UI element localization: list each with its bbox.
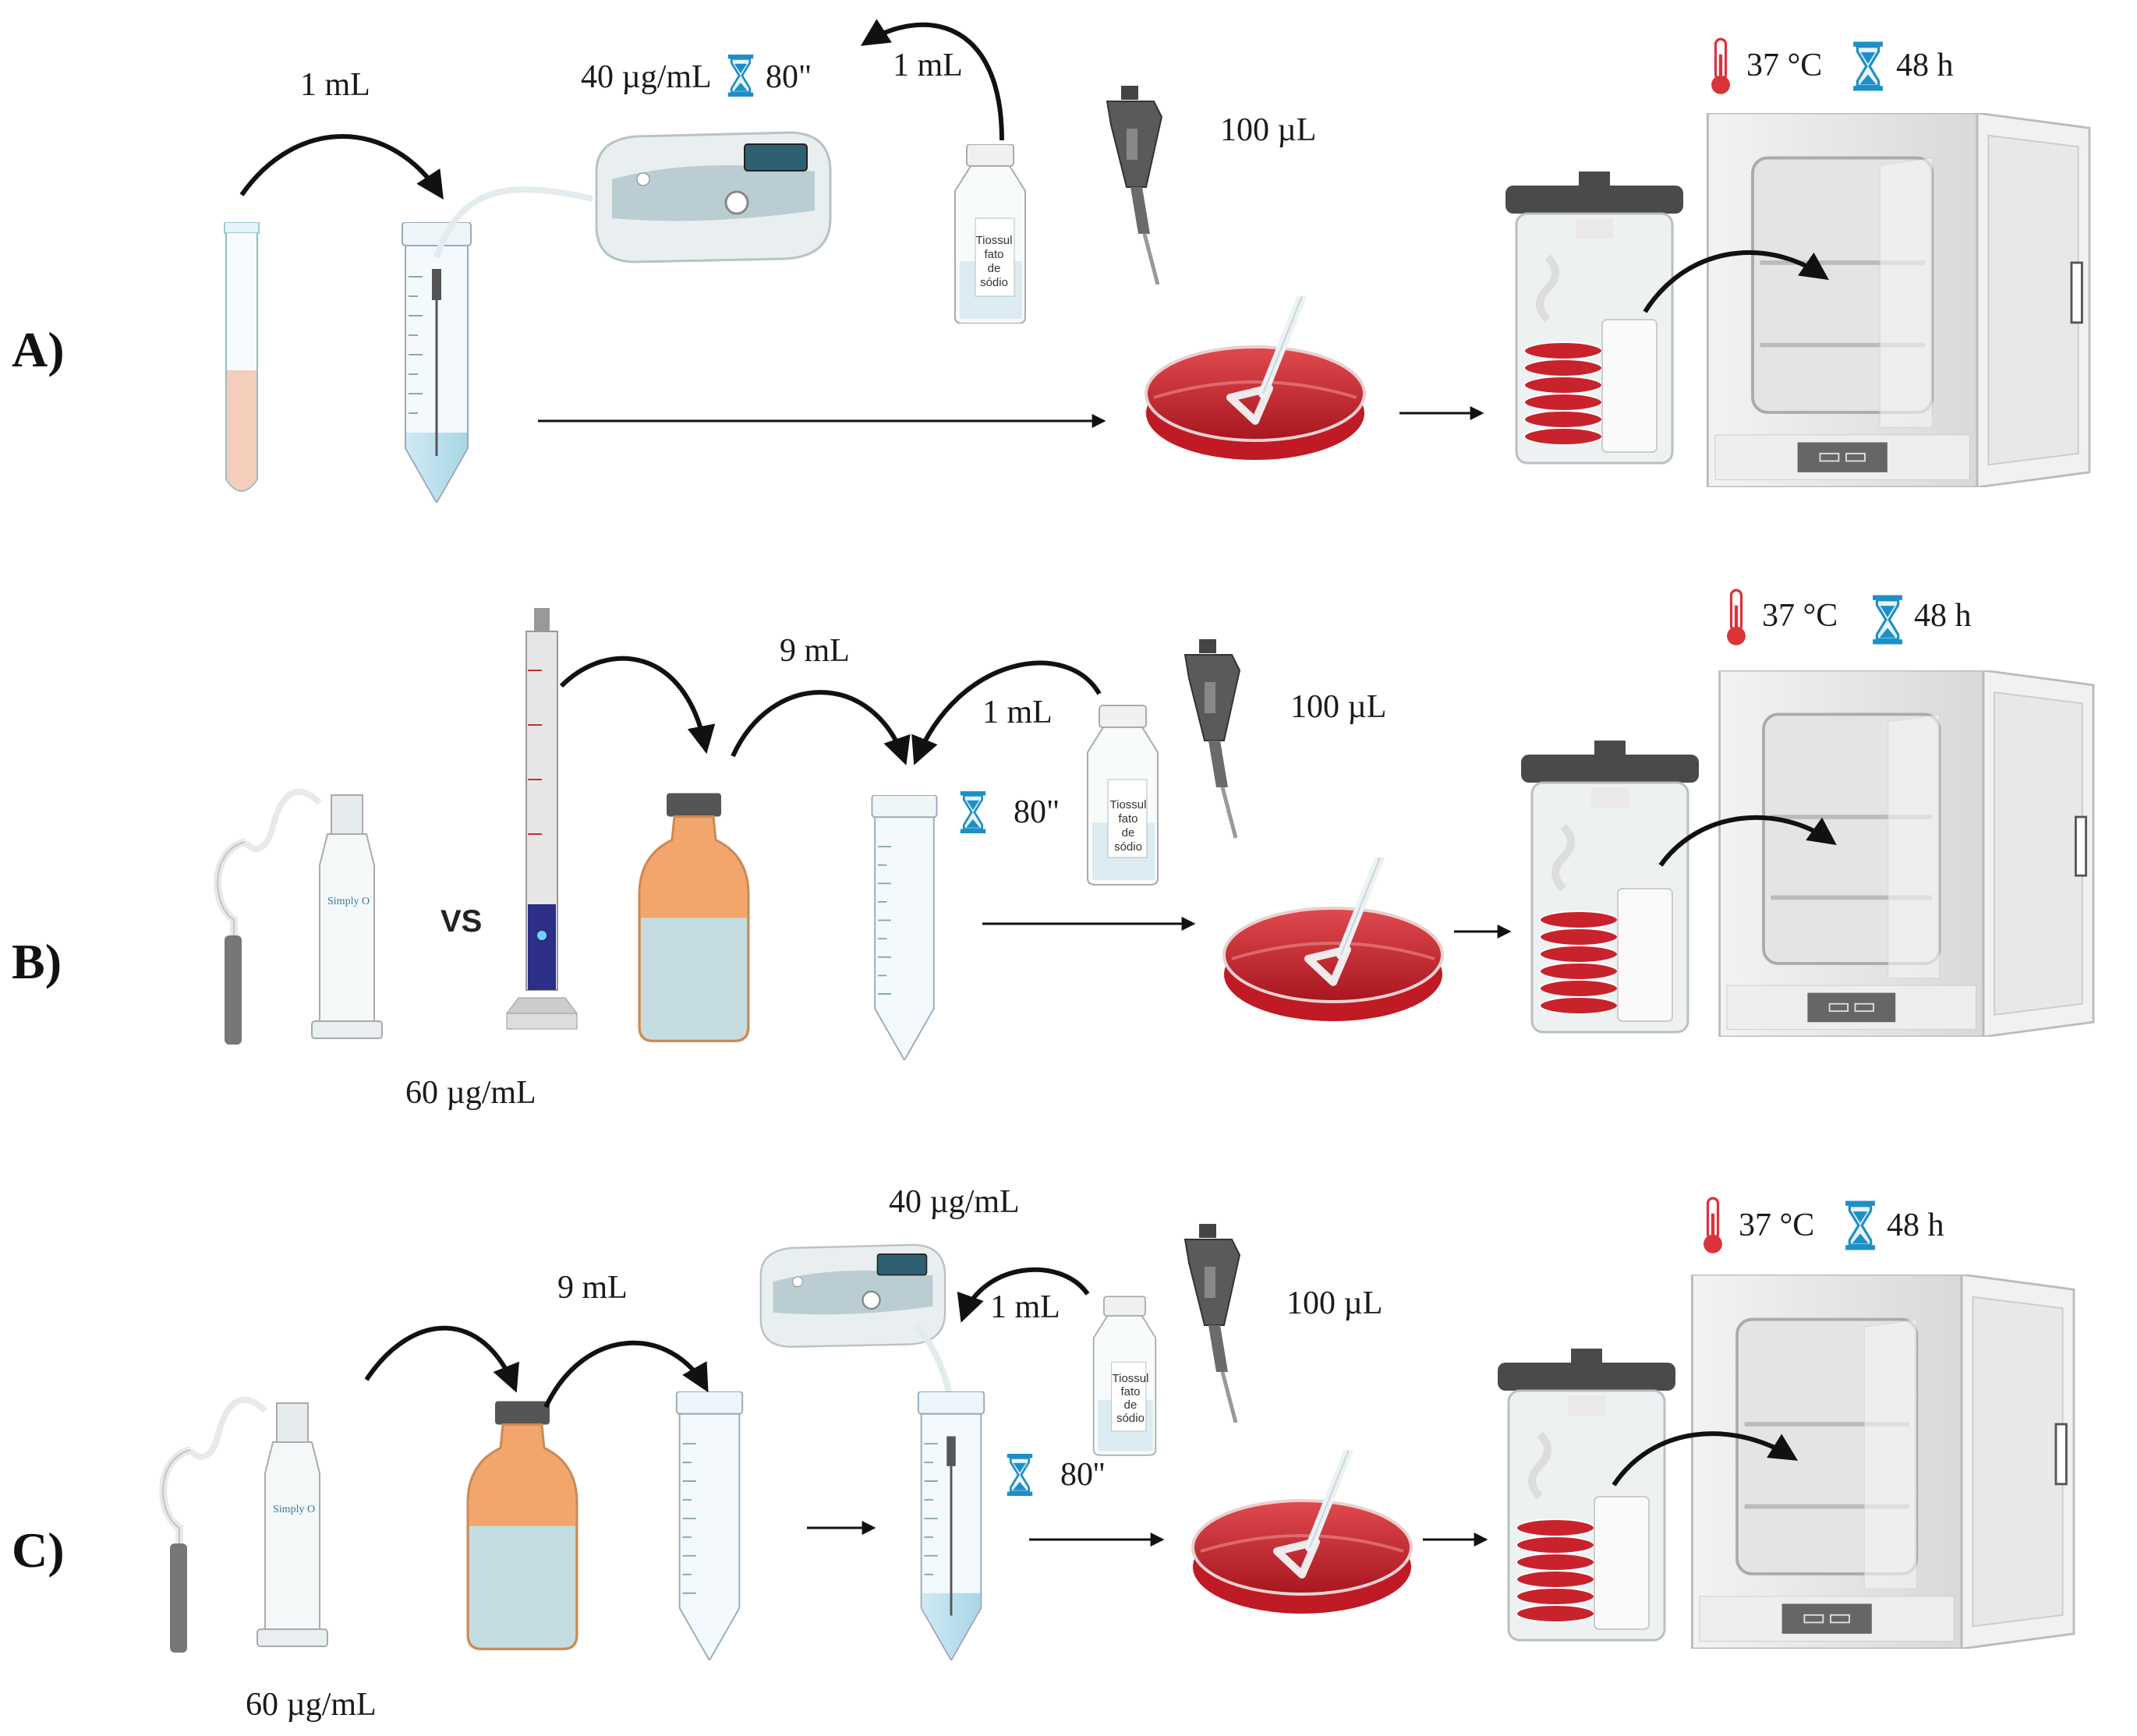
falcon-tube-with-needle (401, 222, 472, 503)
neutralizer-bottle (1086, 704, 1159, 886)
ozone-concentration-label: 60 µg/mL (246, 1687, 377, 1723)
bottle-label-line: sódio (1114, 840, 1142, 854)
pipette (1185, 639, 1240, 838)
versus-label: VS (440, 904, 482, 939)
hourglass-icon (1006, 1452, 1034, 1497)
panel-c-letter: C) (12, 1522, 65, 1578)
panel-b-letter: B) (12, 934, 62, 989)
transfer-arrow (364, 1325, 519, 1393)
hourglass-icon (959, 790, 987, 835)
plated-volume-label: 100 µL (1290, 689, 1386, 725)
bath-concentration-label: 40 µg/mL (889, 1184, 1020, 1220)
anaerobic-jar (1521, 741, 1699, 1032)
contact-time-label: 80'' (1060, 1457, 1105, 1493)
pipette (1107, 86, 1162, 285)
transfer-arrow (559, 656, 716, 755)
bottle-label-line: Tiossul (976, 234, 1013, 247)
bottle-label-line: de (1122, 826, 1135, 840)
temperature-label: 37 °C (1739, 1207, 1814, 1243)
falcon-tube (675, 1391, 744, 1660)
bottle-label-line: fato (1118, 812, 1137, 826)
bottle-label-line: Tiossul (1110, 798, 1147, 811)
bottle-label-line: Tiossul (1113, 1372, 1149, 1385)
hourglass-icon (1844, 1199, 1877, 1252)
neutralizer-volume-label: 1 mL (893, 48, 963, 83)
incubator (1720, 670, 2093, 1037)
transfer-volume-label: 9 mL (780, 633, 850, 669)
syringe-column (506, 608, 578, 1030)
contact-time-label: 80" (1014, 794, 1060, 830)
pipette (1185, 1224, 1240, 1423)
neutralizer-arrow (860, 19, 1004, 141)
incubation-time-label: 48 h (1887, 1207, 1944, 1243)
bottle-label-line: fato (1120, 1385, 1140, 1398)
into-incubator-arrow (1643, 249, 1829, 313)
plated-volume-label: 100 µL (1286, 1285, 1382, 1321)
contact-time-label: 80" (766, 59, 812, 95)
temperature-label: 37 °C (1746, 48, 1822, 83)
anaerobic-jar (1505, 171, 1683, 463)
petri-dish (1224, 857, 1442, 1021)
culture-tube (224, 222, 260, 492)
neutralizer-volume-label: 1 mL (990, 1289, 1060, 1325)
neutralizer-bottle-label: Tiossul fato de sódio (1113, 1372, 1149, 1425)
temperature-label: 37 °C (1762, 598, 1838, 634)
neutralizer-volume-label: 1 mL (982, 695, 1053, 730)
into-incubator-arrow (1658, 815, 1837, 867)
transfer-volume-label: 1 mL (300, 67, 370, 103)
transfer-arrow (239, 134, 444, 200)
hourglass-icon (1871, 593, 1904, 646)
falcon-tube-with-needle (917, 1391, 985, 1660)
anaerobic-jar (1498, 1349, 1675, 1640)
into-incubator-arrow (1612, 1431, 1799, 1487)
orange-bottle (638, 791, 750, 1043)
transfer-arrow (731, 690, 911, 765)
incubation-time-label: 48 h (1914, 598, 1972, 634)
plated-volume-label: 100 µL (1220, 112, 1316, 148)
ozone-bubbler (218, 792, 382, 1045)
thermometer-icon (1725, 589, 1747, 647)
falcon-tube (871, 795, 938, 1060)
petri-dish (1193, 1450, 1411, 1614)
bottle-label-line: sódio (980, 276, 1008, 289)
bottle-label-line: fato (984, 248, 1003, 261)
panel-c: C) Tiossul fato de sódio 60 µg/mL 9 mL 4… (12, 1184, 2074, 1723)
transfer-volume-label: 9 mL (557, 1270, 628, 1306)
ozone-bubbler (163, 1400, 327, 1653)
tubing (433, 186, 593, 259)
transfer-arrow (543, 1340, 709, 1409)
thermometer-icon (1702, 1197, 1724, 1255)
petri-dish (1146, 296, 1364, 460)
panel-b: B) VS Tiossul fato de sódio 60 µg/mL 9 m… (12, 589, 2093, 1111)
incubation-time-label: 48 h (1896, 48, 1954, 83)
orange-bottle (466, 1399, 578, 1651)
neutralizer-bottle-label: Tiossul fato de sódio (976, 234, 1013, 289)
neutralizer-bottle-label: Tiossul fato de sódio (1110, 798, 1147, 854)
hourglass-icon (727, 53, 755, 98)
ozone-concentration-label: 60 µg/mL (405, 1075, 536, 1111)
incubator (1692, 1275, 2074, 1649)
neutralizer-arrow (957, 1267, 1090, 1323)
thermometer-icon (1710, 37, 1732, 96)
panel-a: A) Tiossul fato de sódio 1 mL 40 µg/mL 8… (12, 19, 2089, 503)
bottle-label-line: sódio (1116, 1412, 1145, 1425)
ozone-concentration-label: 40 µg/mL (581, 59, 712, 95)
bottle-label-line: de (1124, 1398, 1137, 1412)
hourglass-icon (1852, 40, 1884, 93)
bottle-label-line: de (988, 262, 1001, 275)
ozone-generator-device (595, 131, 832, 263)
neutralizer-arrow (911, 660, 1102, 765)
panel-a-letter: A) (12, 322, 65, 377)
incubator (1707, 113, 2089, 487)
